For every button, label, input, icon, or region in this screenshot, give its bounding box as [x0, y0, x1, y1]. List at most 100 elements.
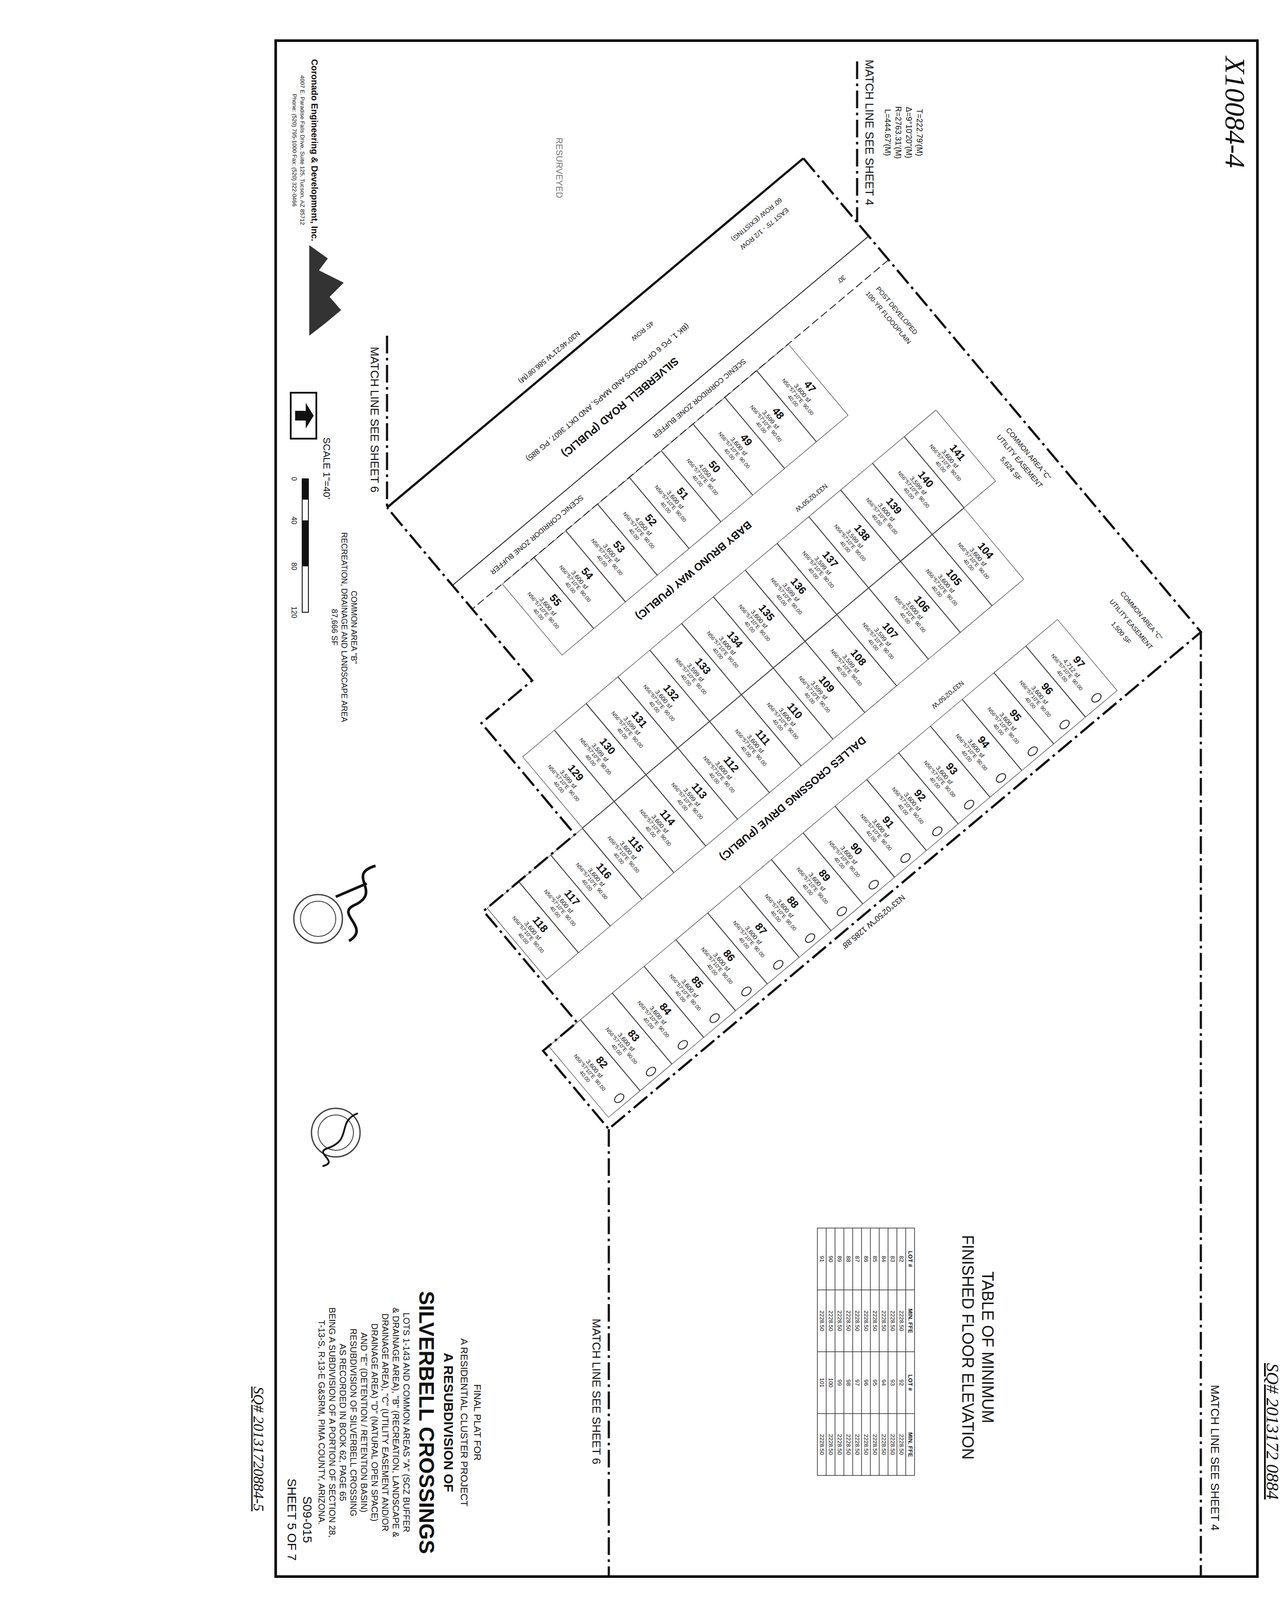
plat-linework [810, 325, 811, 326]
lot-depth: 90.00 [1070, 678, 1084, 693]
table-cell: 93 [889, 1378, 896, 1387]
lot-depth: 90.00 [688, 998, 703, 1013]
ffe-marker [803, 932, 817, 945]
ffe-marker [644, 1065, 658, 1079]
lot-depth: 90.00 [821, 575, 836, 590]
signature [322, 1113, 358, 1167]
plat-annotation: N33°02'50"W [929, 678, 966, 711]
match-line [607, 1129, 611, 1576]
plat-annotation: MATCH LINE SEE SHEET 4 [863, 58, 877, 207]
lot-depth: 90.00 [722, 780, 736, 795]
lot-depth: 90.00 [943, 784, 957, 799]
table-cell: LOT # [907, 1374, 914, 1393]
plat-annotation: R=2763.31'(M) [893, 105, 903, 160]
table-cell: 97 [854, 1378, 861, 1387]
right-of-way-line [387, 158, 804, 508]
match-line [386, 335, 389, 508]
lot-depth: 90.00 [752, 945, 766, 960]
lot-depth: 90.00 [913, 620, 927, 635]
plat-annotation: Coronado Engineering & Development, Inc. [309, 58, 320, 243]
plat-annotation: 40 [289, 515, 298, 526]
lot-depth: 90.00 [917, 495, 931, 510]
plat-annotation: (BK 1, PG 6 OF ROADS AND MAPS, AND DKT 3… [523, 320, 691, 464]
table-cell: 2228.50 [862, 1309, 870, 1333]
ffe-marker [676, 1038, 690, 1052]
table-cell: 2228.50 [862, 1433, 870, 1457]
table-rule [834, 1228, 836, 1476]
plat-annotation: SCENIC CORRIDOR ZONE BUFFER [488, 493, 586, 577]
lot-depth: 90.00 [785, 726, 800, 741]
table-rule [825, 1228, 827, 1476]
ffe-marker [930, 825, 944, 838]
lot-depth: 90.00 [789, 602, 804, 617]
table-rule [869, 1228, 871, 1476]
plat-annotation: RESUBDIVISION OF SILVERBELL CROSSING [348, 1327, 359, 1518]
lot-depth: 90.00 [626, 860, 641, 875]
plat-annotation: & DRAINAGE AREA), "B" (RECREATION, LANDS… [391, 1306, 401, 1539]
plat-annotation: N33°02'50"W [793, 481, 830, 514]
plat-annotation: MATCH LINE SEE SHEET 6 [368, 345, 382, 494]
table-rule [817, 1413, 915, 1415]
lot-depth: 90.00 [690, 807, 704, 822]
plat-annotation: 0 [289, 476, 298, 483]
lot-depth: 90.00 [694, 682, 708, 697]
table-cell: 90 [827, 1255, 834, 1264]
lot-depth: 90.00 [599, 762, 613, 777]
lot-depth: 90.00 [816, 891, 830, 906]
lot-depth: 90.00 [945, 593, 959, 608]
plat-annotation: T-13-S, R-13-E G&SRM, PIMA COUNTY, ARIZO… [316, 1319, 327, 1527]
table-cell: 92 [898, 1378, 905, 1387]
lot-depth: 90.00 [817, 700, 832, 715]
plat-annotation: SCALE 1"=40' [321, 436, 332, 501]
table-rule [878, 1228, 880, 1476]
logo-mountain [309, 245, 344, 336]
table-cell: 2228.50 [836, 1309, 843, 1333]
lot-depth: 90.00 [563, 913, 577, 928]
plat-annotation: T=222.79'(M) [914, 108, 924, 158]
plat-annotation: X10084-4 [1219, 55, 1251, 169]
table-cell: 2228.50 [880, 1309, 887, 1333]
table-rule [843, 1228, 845, 1476]
plat-annotation: SQ# 2013172 0884 [1262, 1362, 1283, 1501]
ffe-marker [708, 1012, 722, 1025]
lot-depth: 90.00 [737, 455, 752, 471]
lot-depth: 90.00 [784, 918, 798, 933]
plat-annotation: FINAL PLAT FOR [471, 1383, 483, 1462]
table-cell: 98 [845, 1378, 852, 1387]
table-frame [817, 1228, 915, 1476]
table-cell: 2228.50 [845, 1433, 852, 1457]
plat-annotation: MATCH LINE SEE SHEET 6 [590, 1317, 604, 1466]
plat-annotation: AS RECORDED IN BOOK 62, PAGE 65 [337, 1343, 348, 1503]
lot-depth: 90.00 [1038, 704, 1052, 719]
lot-depth: 90.00 [610, 562, 624, 578]
table-rule [861, 1228, 862, 1476]
table-cell: 99 [836, 1378, 843, 1387]
north-arrow-box [290, 392, 317, 439]
match-line [856, 61, 859, 223]
table-cell: 95 [871, 1378, 878, 1387]
buffer-line [452, 236, 869, 586]
lot-depth: 90.00 [885, 522, 899, 537]
lot-depth: 90.00 [879, 838, 893, 853]
lot-depth: 90.00 [726, 655, 740, 670]
table-rule [887, 1228, 889, 1476]
plat-annotation: DALLES CROSSING DRIVE (PUBLIC) [717, 733, 870, 864]
ffe-table-grid [817, 1228, 915, 1476]
lot-depth: 90.00 [642, 535, 656, 551]
ffe-marker [771, 958, 785, 972]
table-cell: 2228.50 [871, 1309, 878, 1333]
engineer-seal [300, 901, 336, 937]
lot-depth: 90.00 [630, 735, 645, 750]
ffe-marker [1089, 691, 1103, 705]
plat-annotation: FINISHED FLOOR ELEVATION [958, 1234, 977, 1462]
table-rule [905, 1228, 907, 1476]
lot-depth: 90.00 [853, 548, 867, 563]
table-cell: MIN. FFE [907, 1431, 914, 1458]
plat-annotation: A RESUBDIVISION OF [441, 1351, 456, 1494]
lot-depth: 90.00 [578, 589, 593, 604]
table-cell: 85 [871, 1255, 878, 1264]
match-line [1199, 632, 1203, 1576]
table-cell: 87 [854, 1255, 861, 1264]
table-cell: 2228.50 [889, 1433, 896, 1457]
